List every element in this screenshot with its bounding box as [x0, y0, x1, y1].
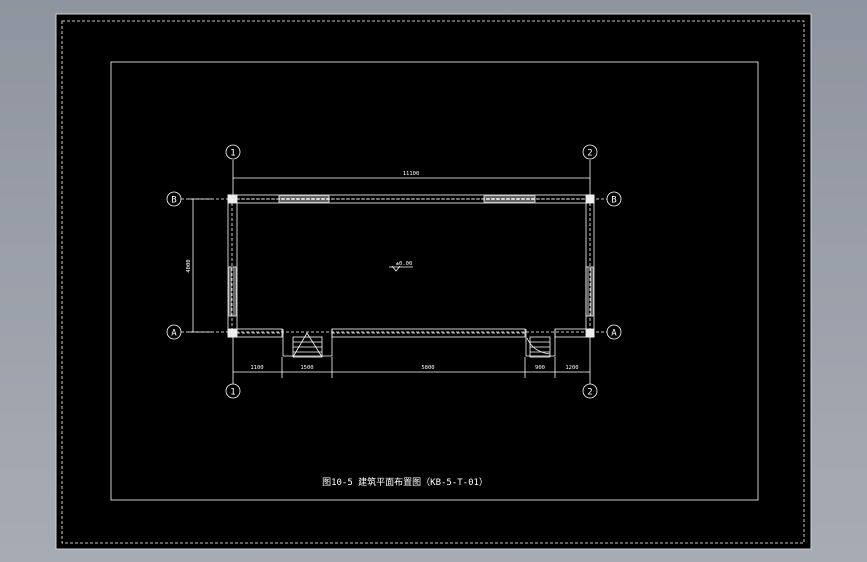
- axis-bubbles: [166, 144, 622, 399]
- elevation-label: ±0.00: [396, 261, 413, 267]
- axis-label-a-right: A: [611, 329, 617, 339]
- paper-sheet: [55, 13, 812, 550]
- drawing-title: 图10-5 建筑平面布置图（KB-5-T-01）: [322, 476, 488, 488]
- axis-label-1-top: 1: [230, 149, 235, 159]
- dim-segment-4: 900: [535, 365, 545, 371]
- axis-label-b-right: B: [611, 196, 616, 206]
- columns: [228, 195, 594, 337]
- dim-overall-depth: 4000: [186, 259, 192, 272]
- axis-label-a-left: A: [171, 329, 177, 339]
- floor-plan: [166, 144, 622, 399]
- outer-dashed-frame: [61, 20, 805, 544]
- elevation-marker: [389, 265, 413, 272]
- axis-label-b-left: B: [171, 196, 176, 206]
- windows: [228, 195, 594, 317]
- dim-segment-5: 1200: [565, 365, 578, 371]
- axis-label-2-bottom: 2: [587, 388, 592, 398]
- drawing-frame: [110, 61, 759, 501]
- dim-segment-1: 1100: [250, 365, 263, 371]
- entrance-right: [525, 329, 556, 358]
- dim-overall-width: 11100: [403, 171, 420, 177]
- axis-label-2-top: 2: [587, 149, 592, 159]
- axis-label-1-bottom: 1: [230, 388, 235, 398]
- dimension-lines: [188, 160, 591, 384]
- entrance-left: [282, 329, 333, 358]
- dim-segment-2: 1500: [300, 365, 313, 371]
- dim-segment-3: 5800: [421, 365, 434, 371]
